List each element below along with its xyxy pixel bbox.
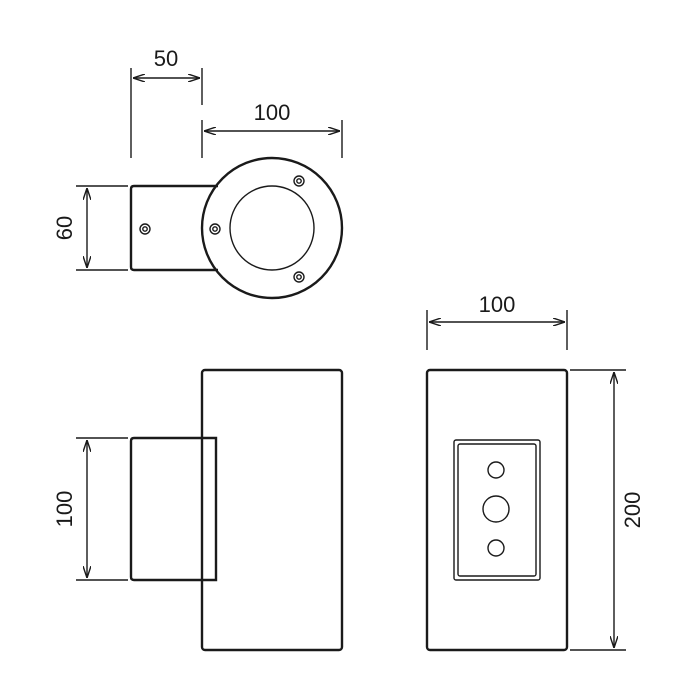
dimension-100-side: 100: [52, 437, 128, 581]
top-view: 50 100 60: [52, 46, 344, 300]
dimension-100-top: 100: [201, 100, 343, 158]
dimension-label: 100: [479, 292, 516, 317]
mounting-plate-inner: [457, 443, 537, 577]
mounting-plate-outer: [453, 439, 541, 581]
screw-icon: [209, 223, 221, 235]
wall-bracket-outline: [129, 184, 218, 272]
wall-bracket-side: [129, 436, 218, 582]
dimension-label: 60: [52, 216, 77, 240]
dimension-200: 200: [570, 369, 645, 651]
lamp-body-side: [200, 368, 344, 652]
side-view: 100: [52, 368, 344, 652]
screw-icon: [139, 223, 151, 235]
lamp-body-circle: [200, 156, 344, 300]
dimension-label: 200: [620, 492, 645, 529]
dimension-60: 60: [52, 185, 128, 271]
dimension-label: 50: [154, 46, 178, 71]
screw-icon: [293, 175, 305, 187]
front-view: 100 200: [425, 292, 645, 652]
lens-circle: [229, 185, 315, 271]
dimension-label: 100: [52, 491, 77, 528]
dimension-50: 50: [130, 46, 203, 158]
lamp-body-front: [425, 368, 569, 652]
cable-entry-hole: [482, 495, 510, 523]
mount-hole-bottom: [487, 539, 505, 557]
screw-icon: [293, 271, 305, 283]
dimension-label: 100: [254, 100, 291, 125]
mount-hole-top: [487, 461, 505, 479]
dimension-100-front: 100: [426, 292, 568, 350]
